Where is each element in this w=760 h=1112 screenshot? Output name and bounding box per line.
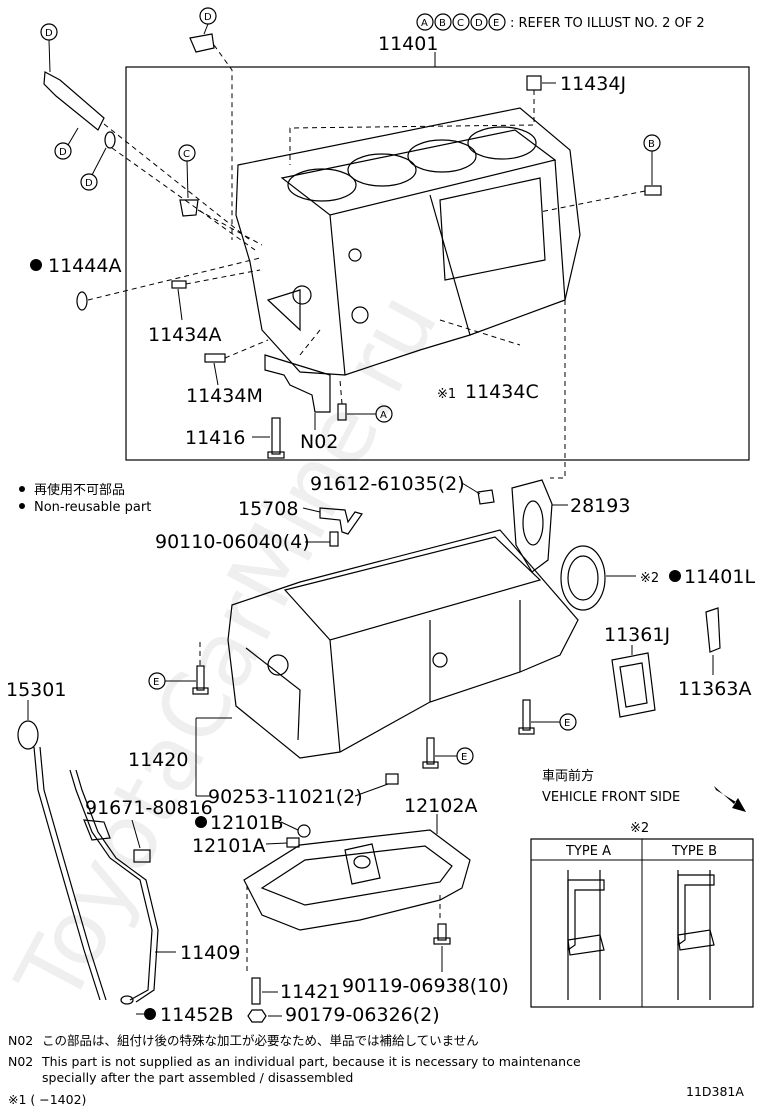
- type-b-header: TYPE B: [671, 844, 717, 859]
- label-12102A[interactable]: 12102A: [404, 795, 477, 817]
- prefix-11401L: ※2: [640, 571, 659, 586]
- label-28193[interactable]: 28193: [570, 495, 630, 517]
- type-table-mark: ※2: [630, 821, 649, 836]
- label-11421[interactable]: 11421: [280, 981, 340, 1003]
- cylinder-block-box: [125, 66, 750, 461]
- label-11361J[interactable]: 11361J: [604, 624, 670, 646]
- front-arrow-icon: [714, 786, 746, 812]
- svg-text:E: E: [461, 752, 467, 763]
- svg-text:C: C: [183, 149, 190, 160]
- oil-pan-drawing: [243, 829, 471, 931]
- label-11434J[interactable]: 11434J: [560, 73, 626, 95]
- svg-text:D: D: [475, 18, 483, 29]
- svg-text:D: D: [45, 28, 53, 39]
- label-12101A[interactable]: 12101A: [192, 835, 265, 857]
- legend-bullet-icon: [19, 503, 25, 509]
- svg-text:A: A: [380, 410, 387, 421]
- label-90179[interactable]: 90179-06326(2): [285, 1004, 440, 1026]
- lower-crankcase-drawing: [227, 529, 579, 759]
- footnote-1: ※1 ( −1402): [8, 1092, 86, 1107]
- svg-text:E: E: [564, 718, 570, 729]
- illustration-code: 11D381A: [686, 1084, 744, 1099]
- non-reusable-bullet-icon: [195, 816, 207, 828]
- label-11434A[interactable]: 11434A: [148, 324, 221, 346]
- label-90253[interactable]: 90253-11021(2): [208, 786, 363, 808]
- label-11420[interactable]: 11420: [128, 749, 188, 771]
- note-n02-en-code: N02: [8, 1054, 33, 1069]
- d-fittings: D D D D: [40, 7, 217, 191]
- svg-text:C: C: [457, 18, 464, 29]
- header-callouts: A B C D E: [416, 13, 506, 31]
- label-90110[interactable]: 90110-06040(4): [155, 531, 310, 553]
- label-15301[interactable]: 15301: [6, 679, 66, 701]
- label-11401[interactable]: 11401: [378, 33, 438, 55]
- svg-text:B: B: [648, 139, 655, 150]
- label-11416[interactable]: 11416: [185, 427, 245, 449]
- note-n02-jp: この部品は、組付け後の特殊な加工が必要なため、単品では補給していません: [42, 1033, 479, 1048]
- svg-text:D: D: [85, 178, 93, 189]
- svg-text:E: E: [493, 18, 499, 29]
- type-table: [530, 838, 754, 1008]
- label-91612[interactable]: 91612-61035(2): [310, 473, 465, 495]
- refer-note: : REFER TO ILLUST NO. 2 OF 2: [510, 16, 705, 31]
- svg-text:B: B: [439, 18, 446, 29]
- svg-text:E: E: [153, 677, 159, 688]
- note-n02-en-2: specially after the part assembled / dis…: [42, 1070, 353, 1085]
- label-11401L[interactable]: 11401L: [684, 566, 755, 588]
- label-11452B[interactable]: 11452B: [160, 1004, 233, 1026]
- non-reusable-bullet-icon: [669, 570, 681, 582]
- label-11363A[interactable]: 11363A: [678, 678, 751, 700]
- type-a-header: TYPE A: [565, 844, 611, 859]
- non-reusable-bullet-icon: [30, 259, 42, 271]
- note-n02-en-1: This part is not supplied as an individu…: [41, 1054, 581, 1069]
- label-90119[interactable]: 90119-06938(10): [342, 975, 509, 997]
- cylinder-block-drawing: [235, 107, 581, 376]
- vehicle-front-en: VEHICLE FRONT SIDE: [542, 790, 680, 805]
- prefix-11434C: ※1: [437, 387, 456, 402]
- dipstick-drawing: [17, 720, 159, 1005]
- label-11434M[interactable]: 11434M: [186, 385, 263, 407]
- legend-non-reusable-jp: 再使用不可部品: [34, 482, 125, 498]
- legend-bullet-icon: [19, 486, 25, 492]
- svg-text:D: D: [204, 12, 212, 23]
- svg-text:D: D: [59, 147, 67, 158]
- label-11444A[interactable]: 11444A: [48, 255, 121, 277]
- svg-text:A: A: [421, 18, 428, 29]
- vehicle-front-jp: 車両前方: [542, 768, 594, 784]
- label-N02[interactable]: N02: [300, 431, 338, 453]
- non-reusable-bullet-icon: [144, 1008, 156, 1020]
- label-11409[interactable]: 11409: [180, 942, 240, 964]
- label-91671[interactable]: 91671-80816: [85, 797, 213, 819]
- label-15708[interactable]: 15708: [238, 498, 298, 520]
- label-11434C[interactable]: 11434C: [465, 381, 539, 403]
- label-12101B[interactable]: 12101B: [210, 812, 283, 834]
- note-n02-jp-code: N02: [8, 1033, 33, 1048]
- legend-non-reusable-en: Non-reusable part: [34, 500, 151, 515]
